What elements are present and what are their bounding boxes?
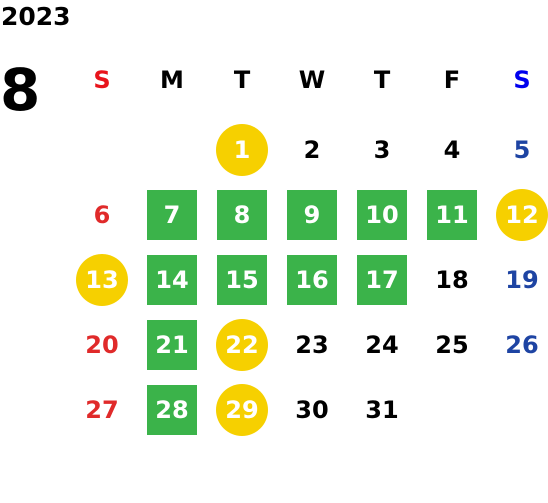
day-21: 21 — [146, 319, 198, 371]
day-12: 12 — [496, 189, 548, 241]
day-23: 23 — [295, 331, 329, 359]
weekday-header-sun: S — [93, 66, 111, 94]
day-2: 2 — [303, 136, 321, 164]
day-13: 13 — [76, 254, 128, 306]
day-18: 18 — [435, 266, 469, 294]
day-15: 15 — [216, 254, 268, 306]
day-11: 11 — [426, 189, 478, 241]
day-24: 24 — [365, 331, 399, 359]
day-7: 7 — [146, 189, 198, 241]
year-label: 2023 — [1, 2, 71, 31]
weekday-header-tue: T — [233, 66, 251, 94]
day-26: 26 — [505, 331, 539, 359]
day-17: 17 — [356, 254, 408, 306]
day-16: 16 — [286, 254, 338, 306]
weekday-header-mon: M — [160, 66, 184, 94]
day-4: 4 — [443, 136, 461, 164]
day-27: 27 — [85, 396, 119, 424]
day-31: 31 — [365, 396, 399, 424]
weekday-header-fri: F — [443, 66, 461, 94]
weekday-header-thu: T — [373, 66, 391, 94]
day-3: 3 — [373, 136, 391, 164]
day-20: 20 — [85, 331, 119, 359]
day-6: 6 — [93, 201, 111, 229]
day-29: 29 — [216, 384, 268, 436]
day-28: 28 — [146, 384, 198, 436]
weekday-header-sat: S — [513, 66, 531, 94]
month-number: 8 — [0, 56, 41, 124]
day-30: 30 — [295, 396, 329, 424]
day-25: 25 — [435, 331, 469, 359]
day-8: 8 — [216, 189, 268, 241]
day-9: 9 — [286, 189, 338, 241]
day-5: 5 — [513, 136, 531, 164]
day-19: 19 — [505, 266, 539, 294]
day-1: 1 — [216, 124, 268, 176]
day-22: 22 — [216, 319, 268, 371]
day-10: 10 — [356, 189, 408, 241]
day-14: 14 — [146, 254, 198, 306]
weekday-header-wed: W — [298, 66, 326, 94]
